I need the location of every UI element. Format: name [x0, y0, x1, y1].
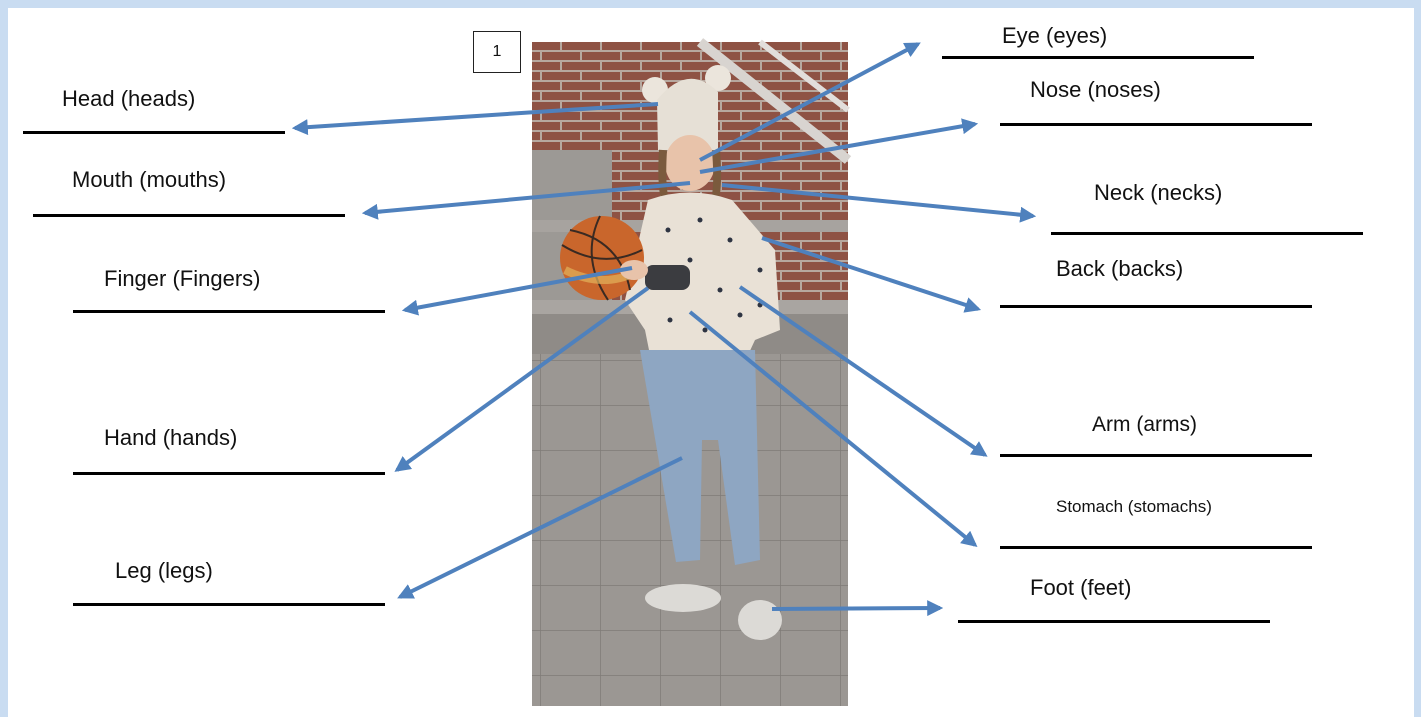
label-leg: Leg (legs) [115, 558, 213, 583]
arrow-leg [397, 456, 683, 599]
arrow-arm [738, 285, 988, 457]
figure-number-box: 1 [473, 31, 521, 73]
answer-line-finger[interactable] [73, 310, 385, 313]
label-foot: Foot (feet) [1030, 575, 1132, 600]
label-mouth: Mouth (mouths) [72, 167, 227, 192]
arrow-back [761, 236, 982, 313]
label-neck: Neck (necks) [1094, 180, 1223, 205]
label-arm: Arm (arms) [1092, 413, 1197, 436]
label-nose: Nose (noses) [1030, 77, 1161, 102]
arrow-eye [699, 42, 921, 162]
label-hand: Hand (hands) [104, 425, 238, 450]
answer-line-head[interactable] [23, 131, 285, 134]
answer-line-neck[interactable] [1051, 232, 1363, 235]
arrow-finger [401, 266, 633, 316]
arrow-neck [721, 183, 1037, 223]
label-eye: Eye (eyes) [1002, 23, 1108, 48]
answer-line-eye[interactable] [942, 56, 1254, 59]
answer-line-hand[interactable] [73, 472, 385, 475]
answer-line-arm[interactable] [1000, 454, 1312, 457]
arrow-head [291, 102, 659, 136]
arrow-nose [699, 118, 979, 174]
label-back: Back (backs) [1056, 256, 1184, 281]
answer-line-leg[interactable] [73, 603, 385, 606]
arrow-foot [771, 600, 944, 617]
answer-line-stomach[interactable] [1000, 546, 1312, 549]
arrow-stomach [688, 310, 978, 548]
pointer-arrows [291, 42, 1037, 617]
answer-line-nose[interactable] [1000, 123, 1312, 126]
arrow-mouth [361, 181, 691, 220]
label-head: Head (heads) [62, 86, 196, 111]
label-finger: Finger (Fingers) [104, 266, 261, 291]
answer-line-back[interactable] [1000, 305, 1312, 308]
answer-line-foot[interactable] [958, 620, 1270, 623]
arrow-hand [394, 286, 650, 472]
answer-line-mouth[interactable] [33, 214, 345, 217]
label-stomach: Stomach (stomachs) [1056, 497, 1212, 516]
child-photo [532, 38, 852, 706]
